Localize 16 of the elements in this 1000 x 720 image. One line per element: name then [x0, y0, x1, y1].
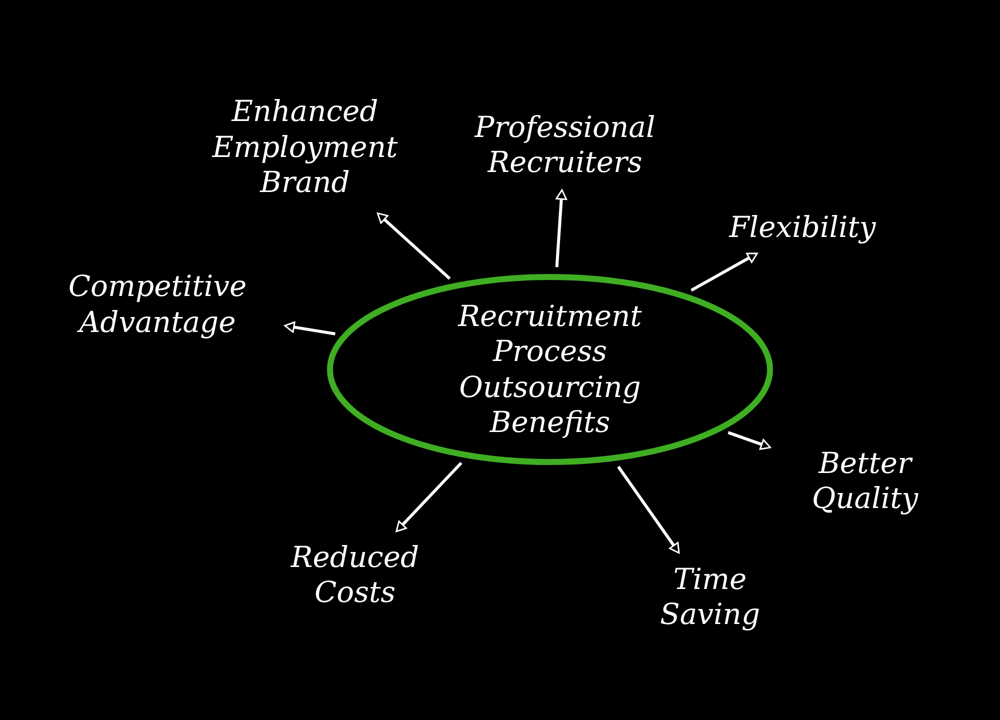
- benefit-label: Reduced Costs: [290, 540, 420, 610]
- central-title: Recruitment Process Outsourcing Benefits: [456, 298, 643, 440]
- benefit-label: Time Saving: [658, 562, 762, 632]
- ellipse-node: [325, 272, 775, 467]
- benefit-label: Enhanced Employment Brand: [211, 94, 399, 201]
- benefit-label: Competitive Advantage: [67, 269, 248, 340]
- arrow: [617, 466, 680, 554]
- arrow: [690, 252, 758, 292]
- arrow: [728, 431, 771, 450]
- benefit-label: Professional Recruiters: [473, 110, 656, 180]
- arrow: [284, 321, 336, 336]
- benefit-label: Better Quality: [810, 446, 920, 516]
- benefit-label: Flexibility: [729, 210, 876, 246]
- arrow: [376, 212, 451, 280]
- arrow: [396, 462, 462, 532]
- arrow: [555, 189, 568, 268]
